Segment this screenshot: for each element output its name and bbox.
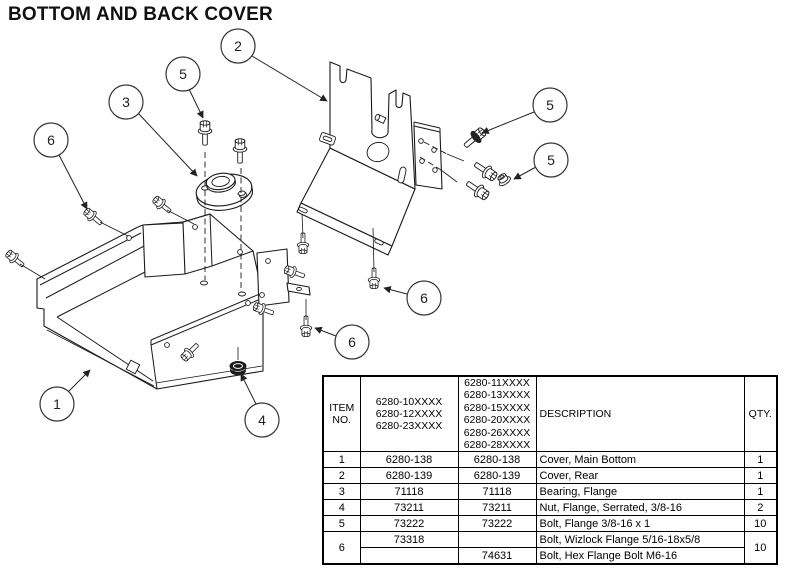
cell-item: 3 xyxy=(322,483,361,501)
cell-part-b: 73211 xyxy=(457,499,537,517)
col-header-qty: QTY. xyxy=(743,375,778,453)
cell-description: Cover, Main Bottom xyxy=(535,451,745,469)
table-row: 4 73211 73211 Nut, Flange, Serrated, 3/8… xyxy=(322,499,778,517)
balloon-label: 1 xyxy=(53,396,61,412)
cell-description: Bearing, Flange xyxy=(535,483,745,501)
callout-balloon-5a: 5 xyxy=(165,56,204,119)
cell-part-b: 74631 xyxy=(457,547,537,565)
callout-balloon-4: 4 xyxy=(240,373,280,438)
cell-part-a: 73318 xyxy=(359,531,459,549)
balloon-label: 6 xyxy=(348,334,356,350)
cell-item: 4 xyxy=(322,499,361,517)
part-cover-rear xyxy=(296,61,443,256)
callout-balloon-2: 2 xyxy=(220,28,328,102)
balloon-label: 5 xyxy=(547,152,555,168)
balloon-label: 3 xyxy=(122,94,130,110)
cell-qty: 1 xyxy=(743,467,778,485)
callout-balloon-1: 1 xyxy=(39,369,91,422)
cell-description: Nut, Flange, Serrated, 3/8-16 xyxy=(535,499,745,517)
cell-qty: 1 xyxy=(743,451,778,469)
part-cover-main-bottom xyxy=(36,213,311,390)
callout-balloon-5c: 5 xyxy=(513,142,569,180)
table-row: 2 6280-139 6280-139 Cover, Rear 1 xyxy=(322,467,778,485)
cell-part-b: 6280-138 xyxy=(457,451,537,469)
table-row: 3 71118 71118 Bearing, Flange 1 xyxy=(322,483,778,501)
center-lines xyxy=(19,141,465,360)
table-row: 1 6280-138 6280-138 Cover, Main Bottom 1 xyxy=(322,451,778,469)
table-header-row: ITEM NO. 6280-10XXXX 6280-12XXXX 6280-23… xyxy=(322,375,778,453)
cell-part-b xyxy=(457,531,537,549)
table-row: 5 73222 73222 Bolt, Flange 3/8-16 x 1 10 xyxy=(322,515,778,533)
balloon-label: 2 xyxy=(234,38,242,54)
col-header-models-b: 6280-11XXXX 6280-13XXXX 6280-15XXXX 6280… xyxy=(457,375,537,453)
cell-description: Bolt, Wizlock Flange 5/16-18x5/8 xyxy=(535,531,745,549)
callout-balloon-6c: 6 xyxy=(314,324,370,360)
cell-description: Bolt, Hex Flange Bolt M6-16 xyxy=(535,547,745,565)
cell-part-b: 73222 xyxy=(457,515,537,533)
cell-description: Bolt, Flange 3/8-16 x 1 xyxy=(535,515,745,533)
callout-balloon-3: 3 xyxy=(108,84,198,177)
cell-part-a xyxy=(359,547,459,565)
callout-balloon-6a: 6 xyxy=(33,122,88,210)
balloon-label: 6 xyxy=(420,290,428,306)
cell-part-b: 71118 xyxy=(457,483,537,501)
balloon-label: 5 xyxy=(546,97,554,113)
cell-item: 6 xyxy=(322,531,361,565)
col-header-item-no: ITEM NO. xyxy=(322,375,361,453)
callout-balloon-6b: 6 xyxy=(383,280,442,316)
cell-qty: 1 xyxy=(743,483,778,501)
callout-balloon-5b: 5 xyxy=(481,87,568,134)
cell-qty: 2 xyxy=(743,499,778,517)
balloon-label: 4 xyxy=(258,412,266,428)
table-row: 74631 Bolt, Hex Flange Bolt M6-16 xyxy=(323,547,777,565)
parts-table: ITEM NO. 6280-10XXXX 6280-12XXXX 6280-23… xyxy=(322,375,778,566)
cell-item: 5 xyxy=(322,515,361,533)
cell-part-a: 73211 xyxy=(359,499,459,517)
cell-part-a: 73222 xyxy=(359,515,459,533)
cell-qty: 10 xyxy=(743,515,778,533)
cell-item: 2 xyxy=(322,467,361,485)
bolts-item-5 xyxy=(197,120,513,203)
cell-part-a: 71118 xyxy=(359,483,459,501)
cell-part-a: 6280-138 xyxy=(359,451,459,469)
cell-part-a: 6280-139 xyxy=(359,467,459,485)
cell-description: Cover, Rear xyxy=(535,467,745,485)
cell-item: 1 xyxy=(322,451,361,469)
balloon-label: 6 xyxy=(47,132,55,148)
part-bearing-flange xyxy=(195,172,254,211)
col-header-models-a: 6280-10XXXX 6280-12XXXX 6280-23XXXX xyxy=(359,375,459,453)
balloon-label: 5 xyxy=(179,66,187,82)
table-row: 6 73318 Bolt, Wizlock Flange 5/16-18x5/8… xyxy=(322,531,778,565)
cell-qty: 10 xyxy=(743,531,778,565)
part-flange-nut xyxy=(229,361,247,376)
col-header-description: DESCRIPTION xyxy=(535,375,745,453)
page-title: BOTTOM AND BACK COVER xyxy=(8,4,273,25)
cell-part-b: 6280-139 xyxy=(457,467,537,485)
